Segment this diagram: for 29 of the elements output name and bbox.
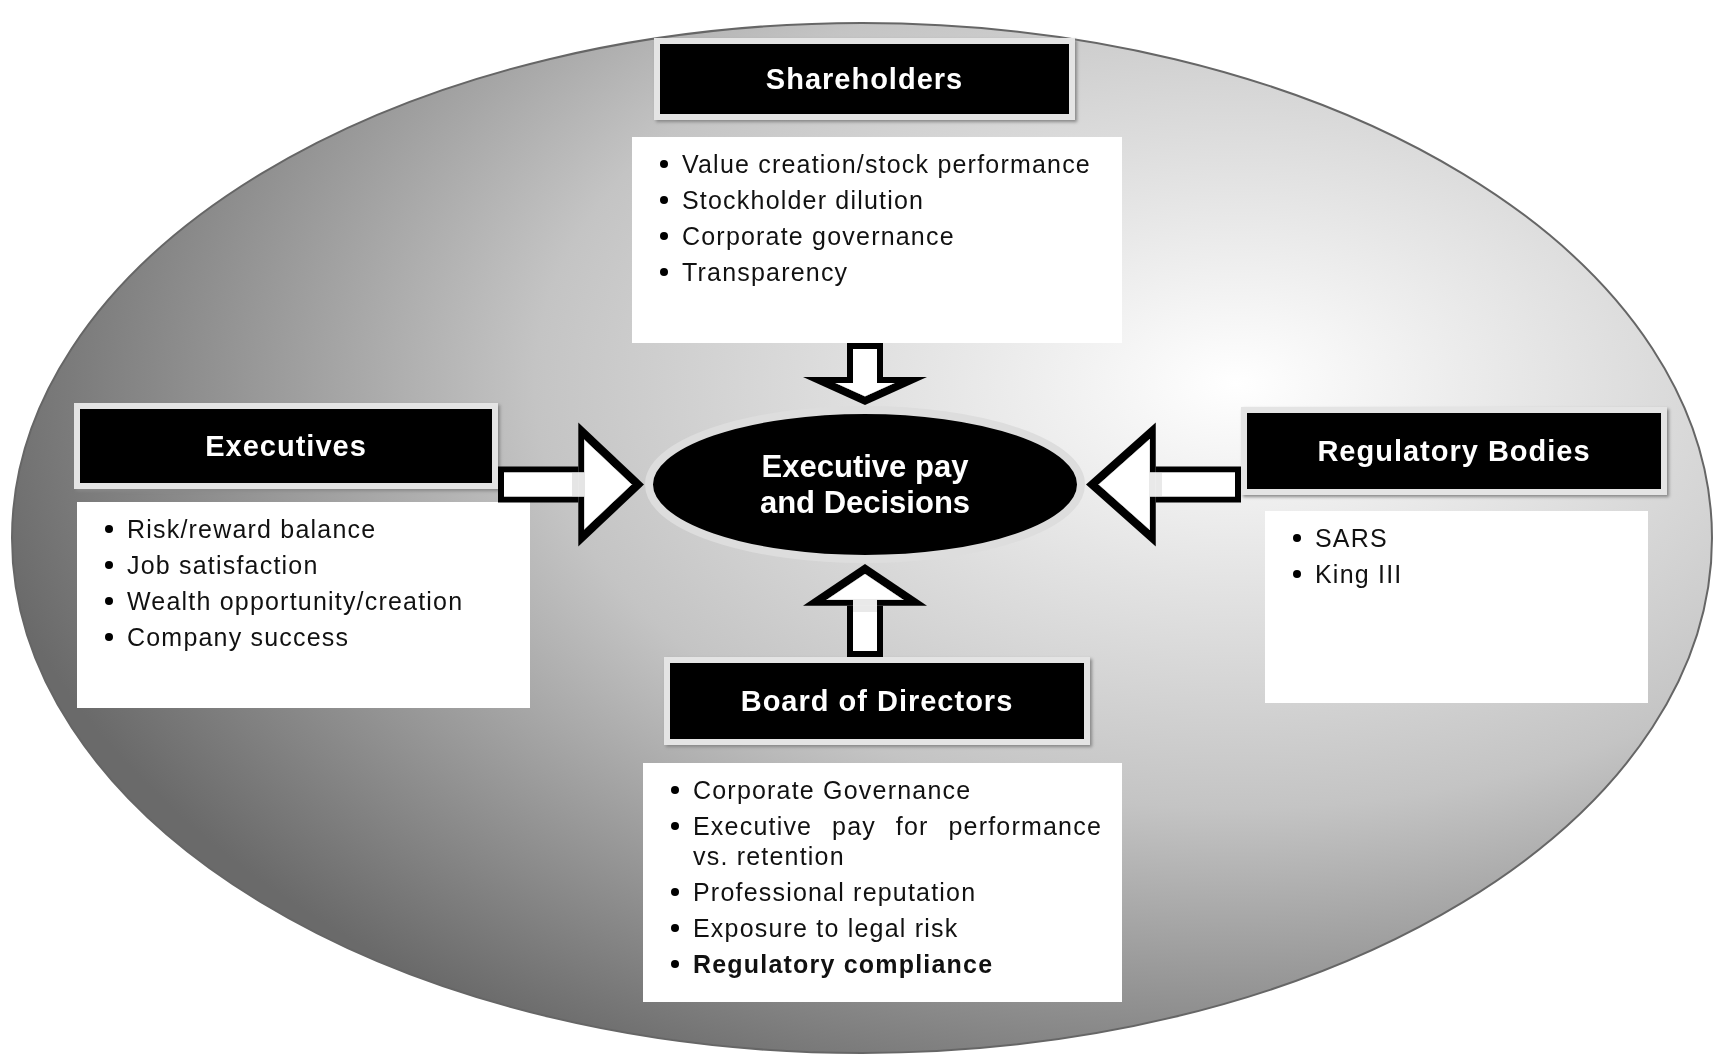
heading-box: Board of Directors <box>664 657 1090 745</box>
block-arrow <box>498 422 644 547</box>
bullet-list-box <box>643 763 1122 1002</box>
block-arrow <box>1086 422 1241 547</box>
bullet-item: SARS <box>1315 523 1389 553</box>
bullet-item: King III <box>1315 559 1404 589</box>
bullet-item: Corporate governance <box>682 221 956 251</box>
block-arrow <box>803 343 927 405</box>
bullet-item: Professional reputation <box>693 877 978 907</box>
bullet-item: Job satisfaction <box>127 550 320 580</box>
bullet-item: Corporate Governance <box>693 775 973 805</box>
bullet-item: Regulatory compliance <box>693 949 995 979</box>
bullet-item: Risk/reward balance <box>127 514 378 544</box>
center-ellipse <box>644 405 1086 564</box>
bullet-item: Value creation/stock performance <box>682 149 1092 179</box>
block-arrow <box>803 564 927 657</box>
bullet-item: Stockholder dilution <box>682 185 926 215</box>
bullet-list-box <box>632 137 1122 343</box>
heading-box: Regulatory Bodies <box>1241 407 1667 495</box>
bullet-item: Wealth opportunity/creation <box>127 586 465 616</box>
heading-box: Shareholders <box>654 38 1075 120</box>
center-title: Executive pay and Decisions <box>758 448 972 521</box>
bullet-item: Transparency <box>682 257 850 287</box>
bullet-list-box <box>77 502 530 708</box>
bullet-list-box <box>1265 511 1648 703</box>
heading-box: Executives <box>74 403 498 489</box>
bullet-item: Company success <box>127 622 351 652</box>
bullet-item: Executive pay for performance vs. retention <box>693 811 1102 871</box>
bullet-item: Exposure to legal risk <box>693 913 960 943</box>
